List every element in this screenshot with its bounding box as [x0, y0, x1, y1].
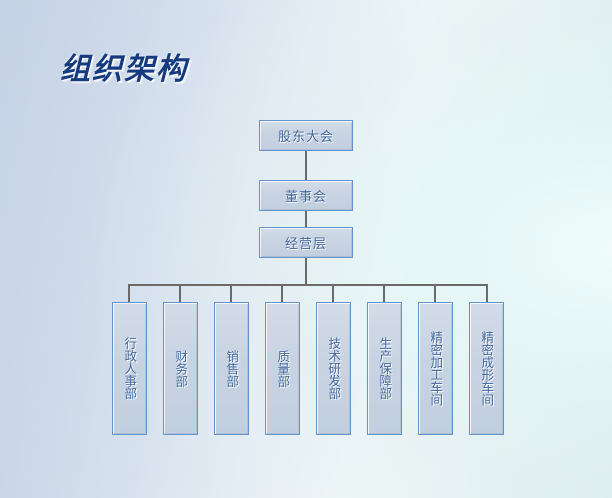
- connector-drop-8: [486, 284, 488, 303]
- org-node-label: 经营层: [284, 237, 327, 252]
- connector-drop-4: [281, 284, 283, 303]
- org-node-finance-department[interactable]: 财务部: [163, 302, 198, 435]
- org-node-precision-forming-workshop[interactable]: 精密成形车间: [469, 302, 504, 435]
- connector-management-to-bus: [305, 258, 307, 285]
- page-title: 组织架构: [60, 52, 188, 87]
- connector-drop-6: [383, 284, 385, 303]
- org-node-admin-hr-department[interactable]: 行政人事部: [112, 302, 147, 435]
- org-node-label: 董事会: [284, 190, 327, 205]
- connector-drop-3: [230, 284, 232, 303]
- org-node-shareholders-meeting[interactable]: 股东大会: [259, 120, 353, 151]
- connector-departments-bus: [128, 284, 488, 286]
- org-node-precision-machining-workshop[interactable]: 精密加工车间: [418, 302, 453, 435]
- connector-drop-2: [179, 284, 181, 303]
- org-node-quality-department[interactable]: 质量部: [265, 302, 300, 435]
- org-node-label: 技术研发部: [326, 337, 342, 400]
- connector-board-to-management: [305, 211, 307, 227]
- org-node-label: 行政人事部: [122, 337, 138, 400]
- org-node-board-of-directors[interactable]: 董事会: [259, 180, 353, 211]
- org-node-tech-rd-department[interactable]: 技术研发部: [316, 302, 351, 435]
- org-node-label: 财务部: [173, 349, 189, 388]
- org-node-label: 质量部: [275, 349, 291, 388]
- connector-shareholders-to-board: [305, 151, 307, 180]
- org-node-label: 销售部: [224, 349, 240, 388]
- org-node-sales-department[interactable]: 销售部: [214, 302, 249, 435]
- org-node-label: 生产保障部: [377, 337, 393, 400]
- org-node-management-level[interactable]: 经营层: [259, 227, 353, 258]
- org-node-label: 股东大会: [277, 130, 334, 145]
- connector-drop-5: [332, 284, 334, 303]
- connector-drop-7: [434, 284, 436, 303]
- org-node-production-support-department[interactable]: 生产保障部: [367, 302, 402, 435]
- connector-drop-1: [128, 284, 130, 303]
- org-node-label: 精密成形车间: [479, 331, 495, 406]
- org-node-label: 精密加工车间: [428, 331, 444, 406]
